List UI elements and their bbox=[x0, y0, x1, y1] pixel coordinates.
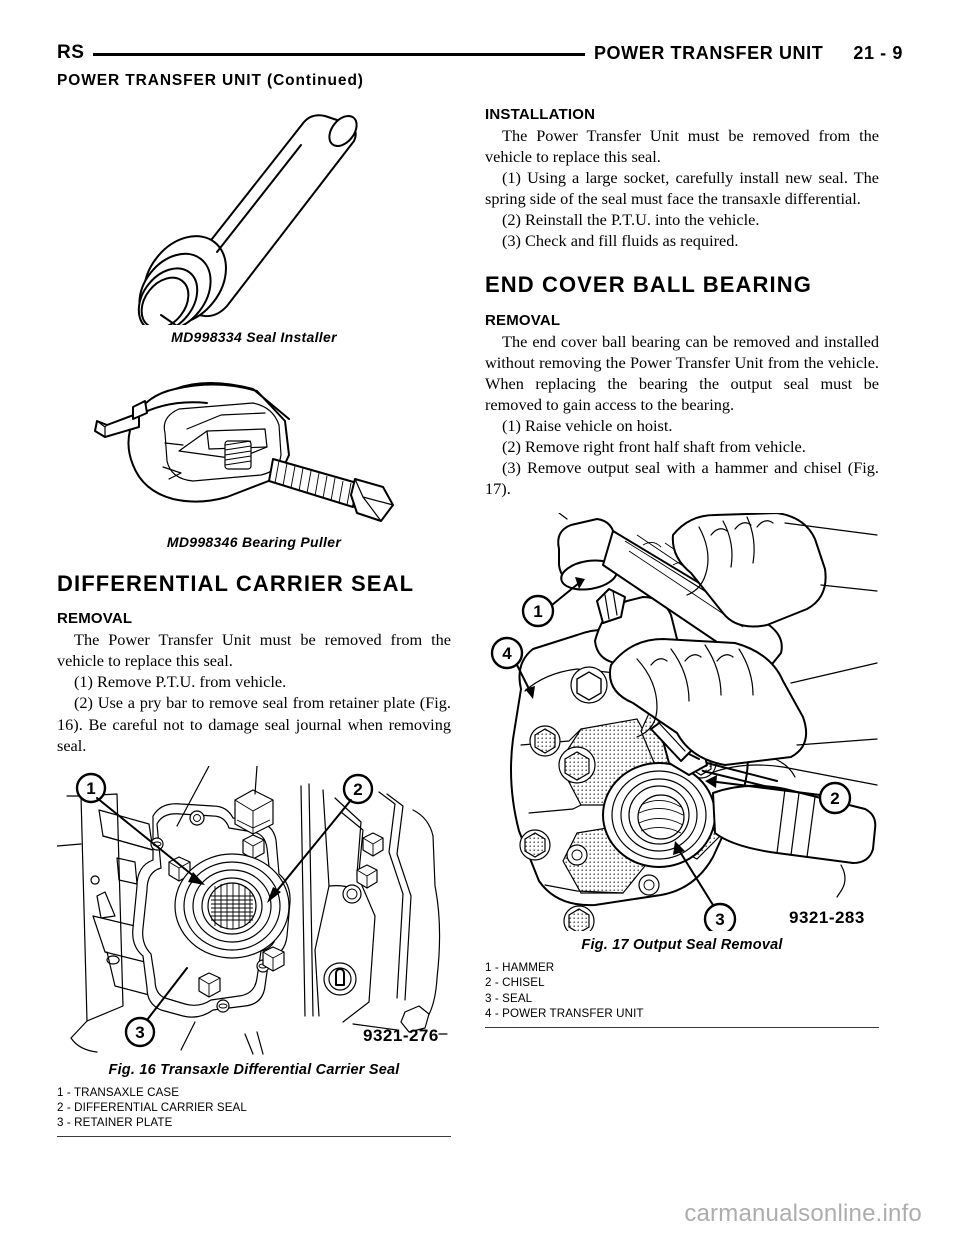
figure-bearing-puller bbox=[57, 355, 451, 530]
bearing-puller-caption: MD998346 Bearing Puller bbox=[166, 534, 342, 550]
paragraph-right-2: (2) Remove right front half shaft from v… bbox=[502, 436, 806, 456]
subsection-removal-right: REMOVAL bbox=[485, 311, 561, 329]
paragraph-install-1: (1) Using a large socket, carefully inst… bbox=[485, 168, 879, 209]
paragraph-right-1: (1) Raise vehicle on hoist. bbox=[502, 415, 673, 435]
figure-17-caption: Fig. 17 Output Seal Removal bbox=[581, 936, 783, 953]
figure-16-legend: 1 - TRANSAXLE CASE 2 - DIFFERENTIAL CARR… bbox=[57, 1085, 451, 1131]
figure-17: 1 2 3 4 9321-283 Fig. 17 Output Seal Rem bbox=[485, 512, 879, 1028]
figure-17-legend-item-2: 2 - CHISEL bbox=[485, 976, 545, 990]
page-header: RS POWER TRANSFER UNIT 21 - 9 bbox=[57, 40, 903, 66]
figure-17-art-code: 9321-283 bbox=[789, 908, 865, 927]
figure-17-legend-item-3: 3 - SEAL bbox=[485, 991, 533, 1005]
figure-16-callout-3: 3 bbox=[135, 1023, 144, 1042]
site-watermark: carmanualsonline.info bbox=[684, 1200, 922, 1227]
figure-17-callout-1: 1 bbox=[533, 602, 542, 621]
figure-16-legend-item-1: 1 - TRANSAXLE CASE bbox=[57, 1085, 180, 1099]
figure-16-art-code: 9321-276 bbox=[363, 1026, 439, 1045]
figure-17-callout-2: 2 bbox=[830, 789, 839, 808]
subsection-installation: INSTALLATION bbox=[485, 106, 596, 123]
figure-16-legend-item-3: 3 - RETAINER PLATE bbox=[57, 1116, 173, 1130]
header-title: POWER TRANSFER UNIT bbox=[593, 42, 824, 63]
figure-17-callout-3: 3 bbox=[715, 910, 724, 929]
section-title-differential-carrier-seal: DIFFERENTIAL CARRIER SEAL bbox=[57, 571, 415, 596]
figure-17-legend-item-4: 4 - POWER TRANSFER UNIT bbox=[485, 1007, 644, 1021]
seal-installer-caption: MD998334 Seal Installer bbox=[171, 329, 337, 345]
figure-16: 1 2 3 9321-276 Fig. 1 bbox=[57, 765, 451, 1137]
paragraph-right-0: The end cover ball bearing can be remove… bbox=[485, 331, 879, 414]
figure-16-legend-item-2: 2 - DIFFERENTIAL CARRIER SEAL bbox=[57, 1100, 247, 1114]
paragraph-left-2: (2) Use a pry bar to remove seal from re… bbox=[57, 693, 451, 755]
paragraph-left-1: (1) Remove P.T.U. from vehicle. bbox=[74, 672, 287, 692]
figure-17-legend: 1 - HAMMER 2 - CHISEL 3 - SEAL 4 - POWER… bbox=[485, 960, 879, 1022]
section-title-end-cover-ball-bearing: END COVER BALL BEARING bbox=[485, 272, 812, 298]
paragraph-right-3: (3) Remove output seal with a hammer and… bbox=[485, 457, 879, 498]
output-seal-removal-illustration: 1 2 3 4 9321-283 bbox=[490, 512, 878, 931]
figure-16-art: 1 2 3 9321-276 bbox=[57, 765, 451, 1056]
figure-16-caption: Fig. 16 Transaxle Differential Carrier S… bbox=[108, 1061, 400, 1078]
figure-17-rule bbox=[485, 1026, 879, 1028]
figure-17-legend-item-1: 1 - HAMMER bbox=[485, 960, 555, 974]
bearing-puller-icon bbox=[94, 382, 394, 522]
left-column: MD998334 Seal Installer bbox=[57, 100, 451, 1137]
continued-heading: POWER TRANSFER UNIT (Continued) bbox=[57, 72, 364, 89]
paragraph-install-0: The Power Transfer Unit must be removed … bbox=[485, 126, 879, 167]
seal-installer-icon bbox=[137, 114, 358, 325]
figure-16-rule bbox=[57, 1135, 451, 1137]
paragraph-install-2: (2) Reinstall the P.T.U. into the vehicl… bbox=[502, 210, 760, 230]
transaxle-differential-carrier-seal-illustration: 1 2 3 9321-276 bbox=[57, 765, 448, 1055]
figure-16-callout-1: 1 bbox=[86, 779, 95, 798]
right-column: INSTALLATION The Power Transfer Unit mus… bbox=[485, 100, 879, 1028]
figure-16-callout-2: 2 bbox=[353, 780, 362, 799]
figure-17-callout-4: 4 bbox=[502, 644, 512, 663]
subsection-removal-left: REMOVAL bbox=[57, 610, 133, 628]
header-rule bbox=[93, 52, 585, 56]
paragraph-left-0: The Power Transfer Unit must be removed … bbox=[57, 630, 451, 671]
page-number: 21 - 9 bbox=[853, 42, 903, 63]
figure-seal-installer bbox=[57, 100, 451, 325]
header-left-mark: RS bbox=[57, 42, 85, 63]
figure-17-art: 1 2 3 4 9321-283 bbox=[485, 512, 879, 931]
paragraph-install-3: (3) Check and fill fluids as required. bbox=[502, 231, 739, 251]
